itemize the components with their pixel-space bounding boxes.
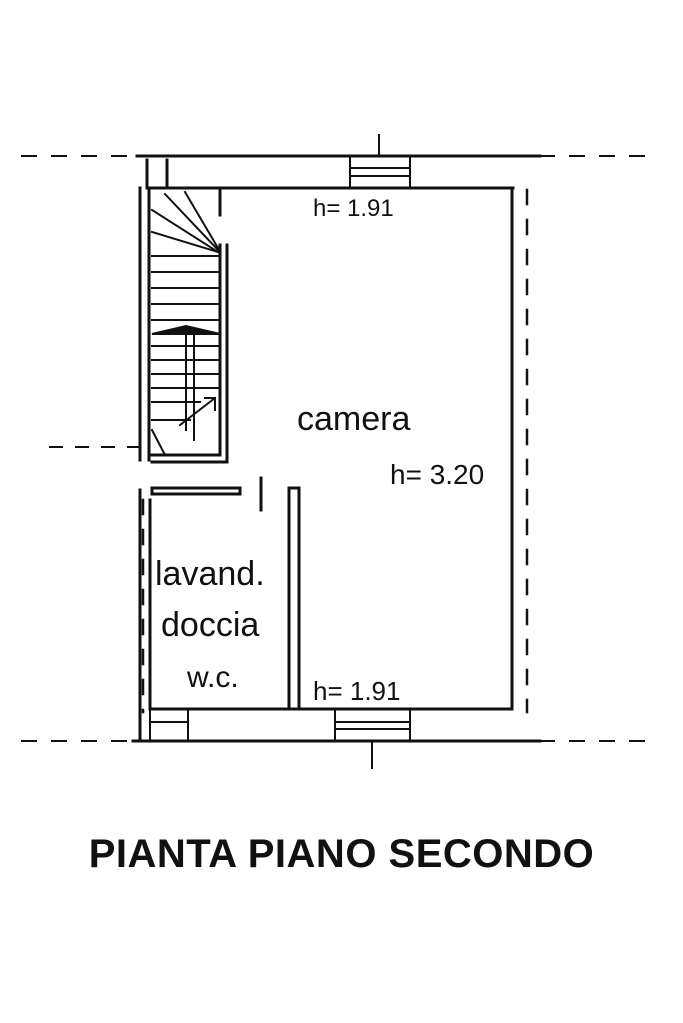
stair-arrow	[178, 396, 217, 427]
stair-treads	[150, 190, 221, 457]
left-wall	[138, 186, 152, 743]
bottom-wall	[131, 707, 542, 743]
room-label-bath-line2: doccia	[161, 606, 259, 644]
room-label-camera: camera	[297, 400, 410, 438]
top-window	[349, 134, 411, 189]
bottom-window-left	[149, 708, 189, 742]
bathroom-walls	[150, 476, 301, 711]
stair-break-mark	[151, 324, 221, 335]
drawing-title: PIANTA PIANO SECONDO	[88, 832, 595, 876]
room-label-bath-line3: w.c.	[186, 661, 239, 694]
top-wall	[135, 154, 542, 190]
bottom-window-right	[334, 708, 411, 769]
stair-enclosure	[150, 186, 229, 464]
height-label-top: h= 1.91	[313, 195, 394, 222]
height-label-bottom: h= 1.91	[313, 676, 400, 706]
room-label-bath-line1: lavand.	[155, 555, 265, 593]
height-label-middle: h= 3.20	[390, 459, 484, 490]
